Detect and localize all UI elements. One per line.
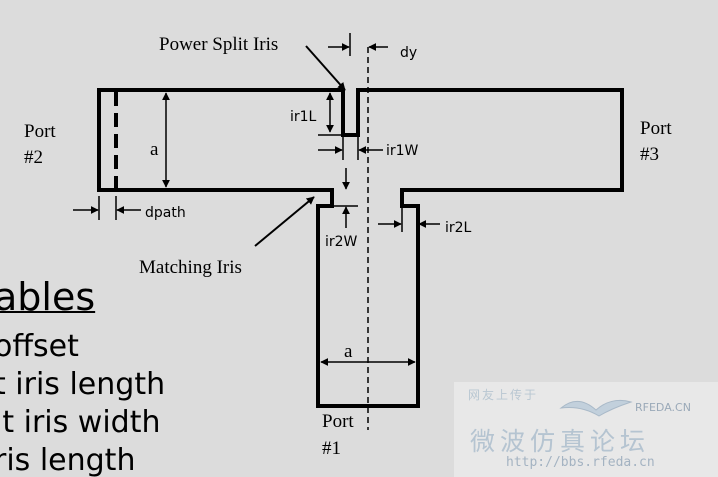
dimension-lines — [73, 33, 440, 366]
port3-label-line1: Port — [640, 118, 672, 139]
variable-item: offset — [0, 329, 79, 364]
variable-item: t iris length — [0, 367, 166, 402]
variable-item: ris length — [0, 443, 136, 477]
leader-power-split-iris — [305, 45, 346, 91]
a-bottom-label: a — [344, 341, 353, 362]
power-split-iris-label: Power Split Iris — [159, 34, 278, 55]
ir1w-label: ir1W — [386, 143, 419, 159]
power-split-iris-shape — [341, 88, 360, 137]
waveguide-outline — [97, 88, 624, 408]
matching-iris-label: Matching Iris — [139, 257, 242, 278]
dy-label: dy — [400, 45, 417, 61]
watermark: 网友上传于 RFEDA.CN 微波仿真论坛 http://bbs.rfeda.c… — [454, 382, 718, 477]
port2-label-line2: #2 — [24, 147, 43, 168]
watermark-url: http://bbs.rfeda.cn — [506, 455, 655, 470]
variable-item: it iris width — [0, 405, 161, 440]
labels: Power Split Iris Matching Iris dy ir1L i… — [24, 34, 672, 459]
watermark-small-text: 网友上传于 — [468, 388, 539, 402]
ir2l-label: ir2L — [445, 220, 472, 236]
ir1l-label: ir1L — [290, 109, 317, 125]
bird-logo-icon — [559, 399, 633, 417]
port1-label-line1: Port — [322, 411, 354, 432]
a-left-label: a — [150, 139, 159, 160]
leader-matching-iris — [254, 196, 315, 247]
variables-title: ables — [0, 275, 96, 319]
ir2w-label: ir2W — [325, 234, 358, 250]
port2-label-line1: Port — [24, 121, 56, 142]
matching-iris-left — [316, 188, 334, 208]
watermark-site: RFEDA.CN — [635, 401, 691, 414]
variables-list: ables offset t iris length it iris width… — [0, 275, 194, 477]
port1-label-line2: #1 — [322, 438, 341, 459]
dpath-label: dpath — [145, 205, 186, 221]
matching-iris-right — [400, 188, 420, 208]
port3-label-line2: #3 — [640, 144, 659, 165]
watermark-chinese-text: 微波仿真论坛 — [470, 429, 651, 456]
